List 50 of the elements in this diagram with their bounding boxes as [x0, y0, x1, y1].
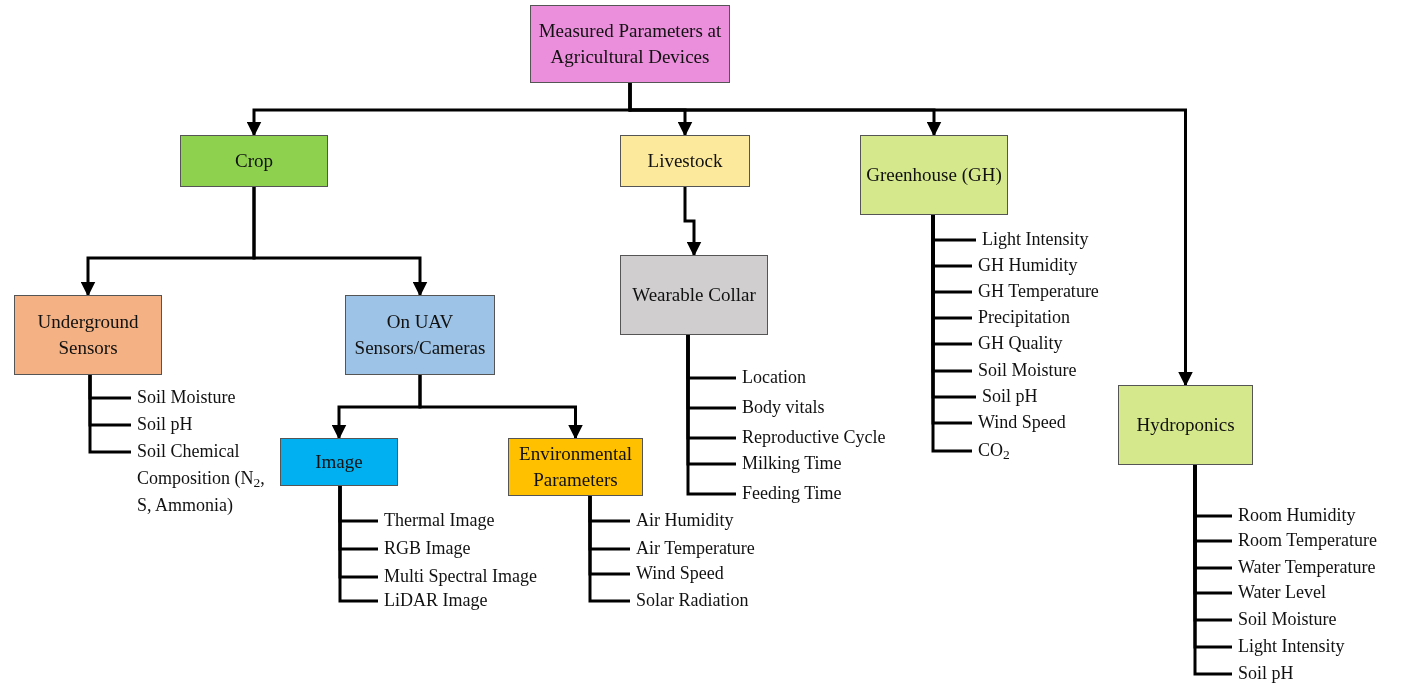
- parameter-label: Precipitation: [978, 304, 1070, 331]
- parameter-label: Water Level: [1238, 579, 1326, 606]
- bracket-line: [588, 496, 630, 603]
- parameter-label: GH Temperature: [978, 278, 1099, 305]
- arrow: [628, 83, 1193, 387]
- parameter-label: Air Humidity: [636, 507, 734, 534]
- parameter-label: Soil Chemical Composition (N$_{2}$, S, Ammonia): [137, 438, 265, 519]
- parameter-label: Soil Moisture: [978, 357, 1077, 384]
- category-box: Greenhouse (GH): [860, 135, 1008, 215]
- parameter-label: CO$_{2}$: [978, 437, 1010, 464]
- parameter-label: Water Temperature: [1238, 554, 1376, 581]
- category-box: Image: [280, 438, 398, 486]
- parameter-label: Soil pH: [137, 411, 193, 438]
- parameter-label: Soil pH: [1238, 660, 1294, 686]
- category-box: Measured Parameters at Agricultural Devices: [530, 5, 730, 83]
- parameter-label: Room Temperature: [1238, 527, 1377, 554]
- parameter-label: Room Humidity: [1238, 502, 1356, 529]
- parameter-label: Multi Spectral Image: [384, 563, 537, 590]
- parameter-label: Light Intensity: [982, 226, 1089, 253]
- category-box: Crop: [180, 135, 328, 187]
- bracket-line: [338, 486, 378, 603]
- parameter-label: Wind Speed: [636, 560, 724, 587]
- category-box: Livestock: [620, 135, 750, 187]
- parameter-label: Location: [742, 364, 806, 391]
- parameter-label: Soil Moisture: [137, 384, 236, 411]
- parameter-label: Thermal Image: [384, 507, 495, 534]
- category-box: Underground Sensors: [14, 295, 162, 375]
- parameter-label: Solar Radiation: [636, 587, 749, 614]
- category-box: On UAV Sensors/Cameras: [345, 295, 495, 375]
- category-box: Wearable Collar: [620, 255, 768, 335]
- category-box: Hydroponics: [1118, 385, 1253, 465]
- parameter-label: Air Temperature: [636, 535, 755, 562]
- bracket-line: [686, 335, 736, 496]
- parameter-label: Soil Moisture: [1238, 606, 1337, 633]
- parameter-label: LiDAR Image: [384, 587, 488, 614]
- parameter-label: Body vitals: [742, 394, 825, 421]
- parameter-label: Feeding Time: [742, 480, 842, 507]
- parameter-label: Soil pH: [982, 383, 1038, 410]
- parameter-label: Wind Speed: [978, 409, 1066, 436]
- parameter-label: GH Humidity: [978, 252, 1078, 279]
- arrow: [252, 187, 428, 297]
- parameter-label: RGB Image: [384, 535, 471, 562]
- arrow: [418, 375, 583, 440]
- parameter-label: GH Quality: [978, 330, 1063, 357]
- parameter-label: Reproductive Cycle: [742, 424, 886, 451]
- parameter-label: Milking Time: [742, 450, 842, 477]
- category-box: Environmental Parameters: [508, 438, 643, 496]
- parameter-label: Light Intensity: [1238, 633, 1345, 660]
- bracket-line: [88, 375, 131, 454]
- arrow: [683, 187, 702, 257]
